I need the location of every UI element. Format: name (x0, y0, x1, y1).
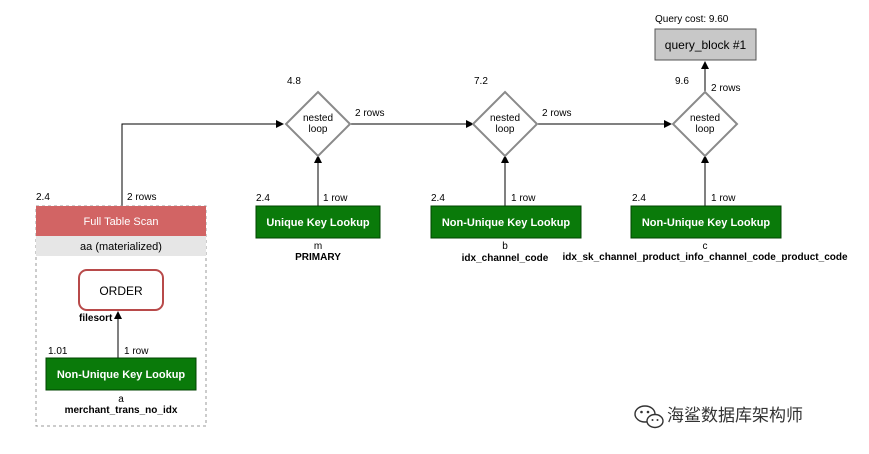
lookup-b-rows: 1 row (511, 193, 536, 204)
nested-loop-1[interactable]: nested loop (284, 90, 352, 158)
full-scan-label: Full Table Scan (83, 216, 158, 228)
lookup-c-node[interactable] (630, 205, 782, 239)
lookup-m-cost: 2.4 (256, 193, 270, 204)
query-cost-label: Query cost: 9.60 (655, 14, 729, 25)
lookup-b-cost: 2.4 (431, 193, 445, 204)
nested-loop-1-cost: 4.8 (287, 76, 301, 87)
nested-loop-2-label-2: loop (496, 124, 515, 135)
lookup-a-rows: 1 row (124, 346, 149, 357)
nested-loop-2[interactable]: nested loop (471, 90, 539, 158)
full-scan-rows: 2 rows (127, 192, 156, 203)
nested-loop-3-label-1: nested (690, 113, 720, 124)
plan-edges (114, 61, 709, 358)
nested-loop-3-label-2: loop (696, 124, 715, 135)
nested-loop-3[interactable]: nested loop (671, 90, 739, 158)
lookup-b-label: Non-Unique Key Lookup (442, 217, 571, 229)
query-block-node[interactable] (654, 28, 757, 61)
edge-fullscan-to-nl1 (121, 120, 284, 206)
lookup-m-key: PRIMARY (295, 252, 341, 263)
full-scan-node[interactable] (36, 206, 206, 236)
lookup-c-label: Non-Unique Key Lookup (642, 217, 771, 229)
query-block-label: query_block #1 (665, 38, 747, 52)
nested-loop-2-cost: 7.2 (474, 76, 488, 87)
nested-loop-3-rows: 2 rows (711, 83, 740, 94)
lookup-m-table: m (314, 241, 322, 252)
nested-loop-1-rows: 2 rows (355, 108, 384, 119)
nested-loop-3-cost: 9.6 (675, 76, 689, 87)
nested-loop-2-rows: 2 rows (542, 108, 571, 119)
full-scan-table-band (36, 236, 206, 256)
lookup-c-cost: 2.4 (632, 193, 646, 204)
lookup-a-table: a (118, 394, 124, 405)
nested-loop-1-label-1: nested (303, 113, 333, 124)
watermark-text: 海鲨数据库架构师 (667, 406, 803, 426)
full-scan-cost: 2.4 (36, 192, 50, 203)
lookup-c-table: c (703, 241, 708, 252)
order-label: ORDER (99, 284, 143, 298)
lookup-a-key: merchant_trans_no_idx (65, 405, 178, 416)
wechat-icon (634, 405, 664, 429)
order-note: filesort (79, 313, 113, 324)
lookup-c-rows: 1 row (711, 193, 736, 204)
lookup-a-node[interactable] (45, 357, 197, 391)
lookup-a-cost: 1.01 (48, 346, 68, 357)
lookup-a-label: Non-Unique Key Lookup (57, 369, 186, 381)
lookup-m-label: Unique Key Lookup (266, 217, 370, 229)
full-scan-table: aa (materialized) (80, 241, 162, 253)
nested-loop-1-label-2: loop (309, 124, 328, 135)
nested-loop-2-label-1: nested (490, 113, 520, 124)
lookup-b-table: b (502, 241, 508, 252)
order-node[interactable] (78, 269, 164, 311)
lookup-m-rows: 1 row (323, 193, 348, 204)
lookup-c-key: idx_sk_channel_product_info_channel_code… (562, 252, 848, 263)
lookup-m-node[interactable] (255, 205, 381, 239)
lookup-b-node[interactable] (430, 205, 582, 239)
lookup-b-key: idx_channel_code (462, 253, 549, 264)
